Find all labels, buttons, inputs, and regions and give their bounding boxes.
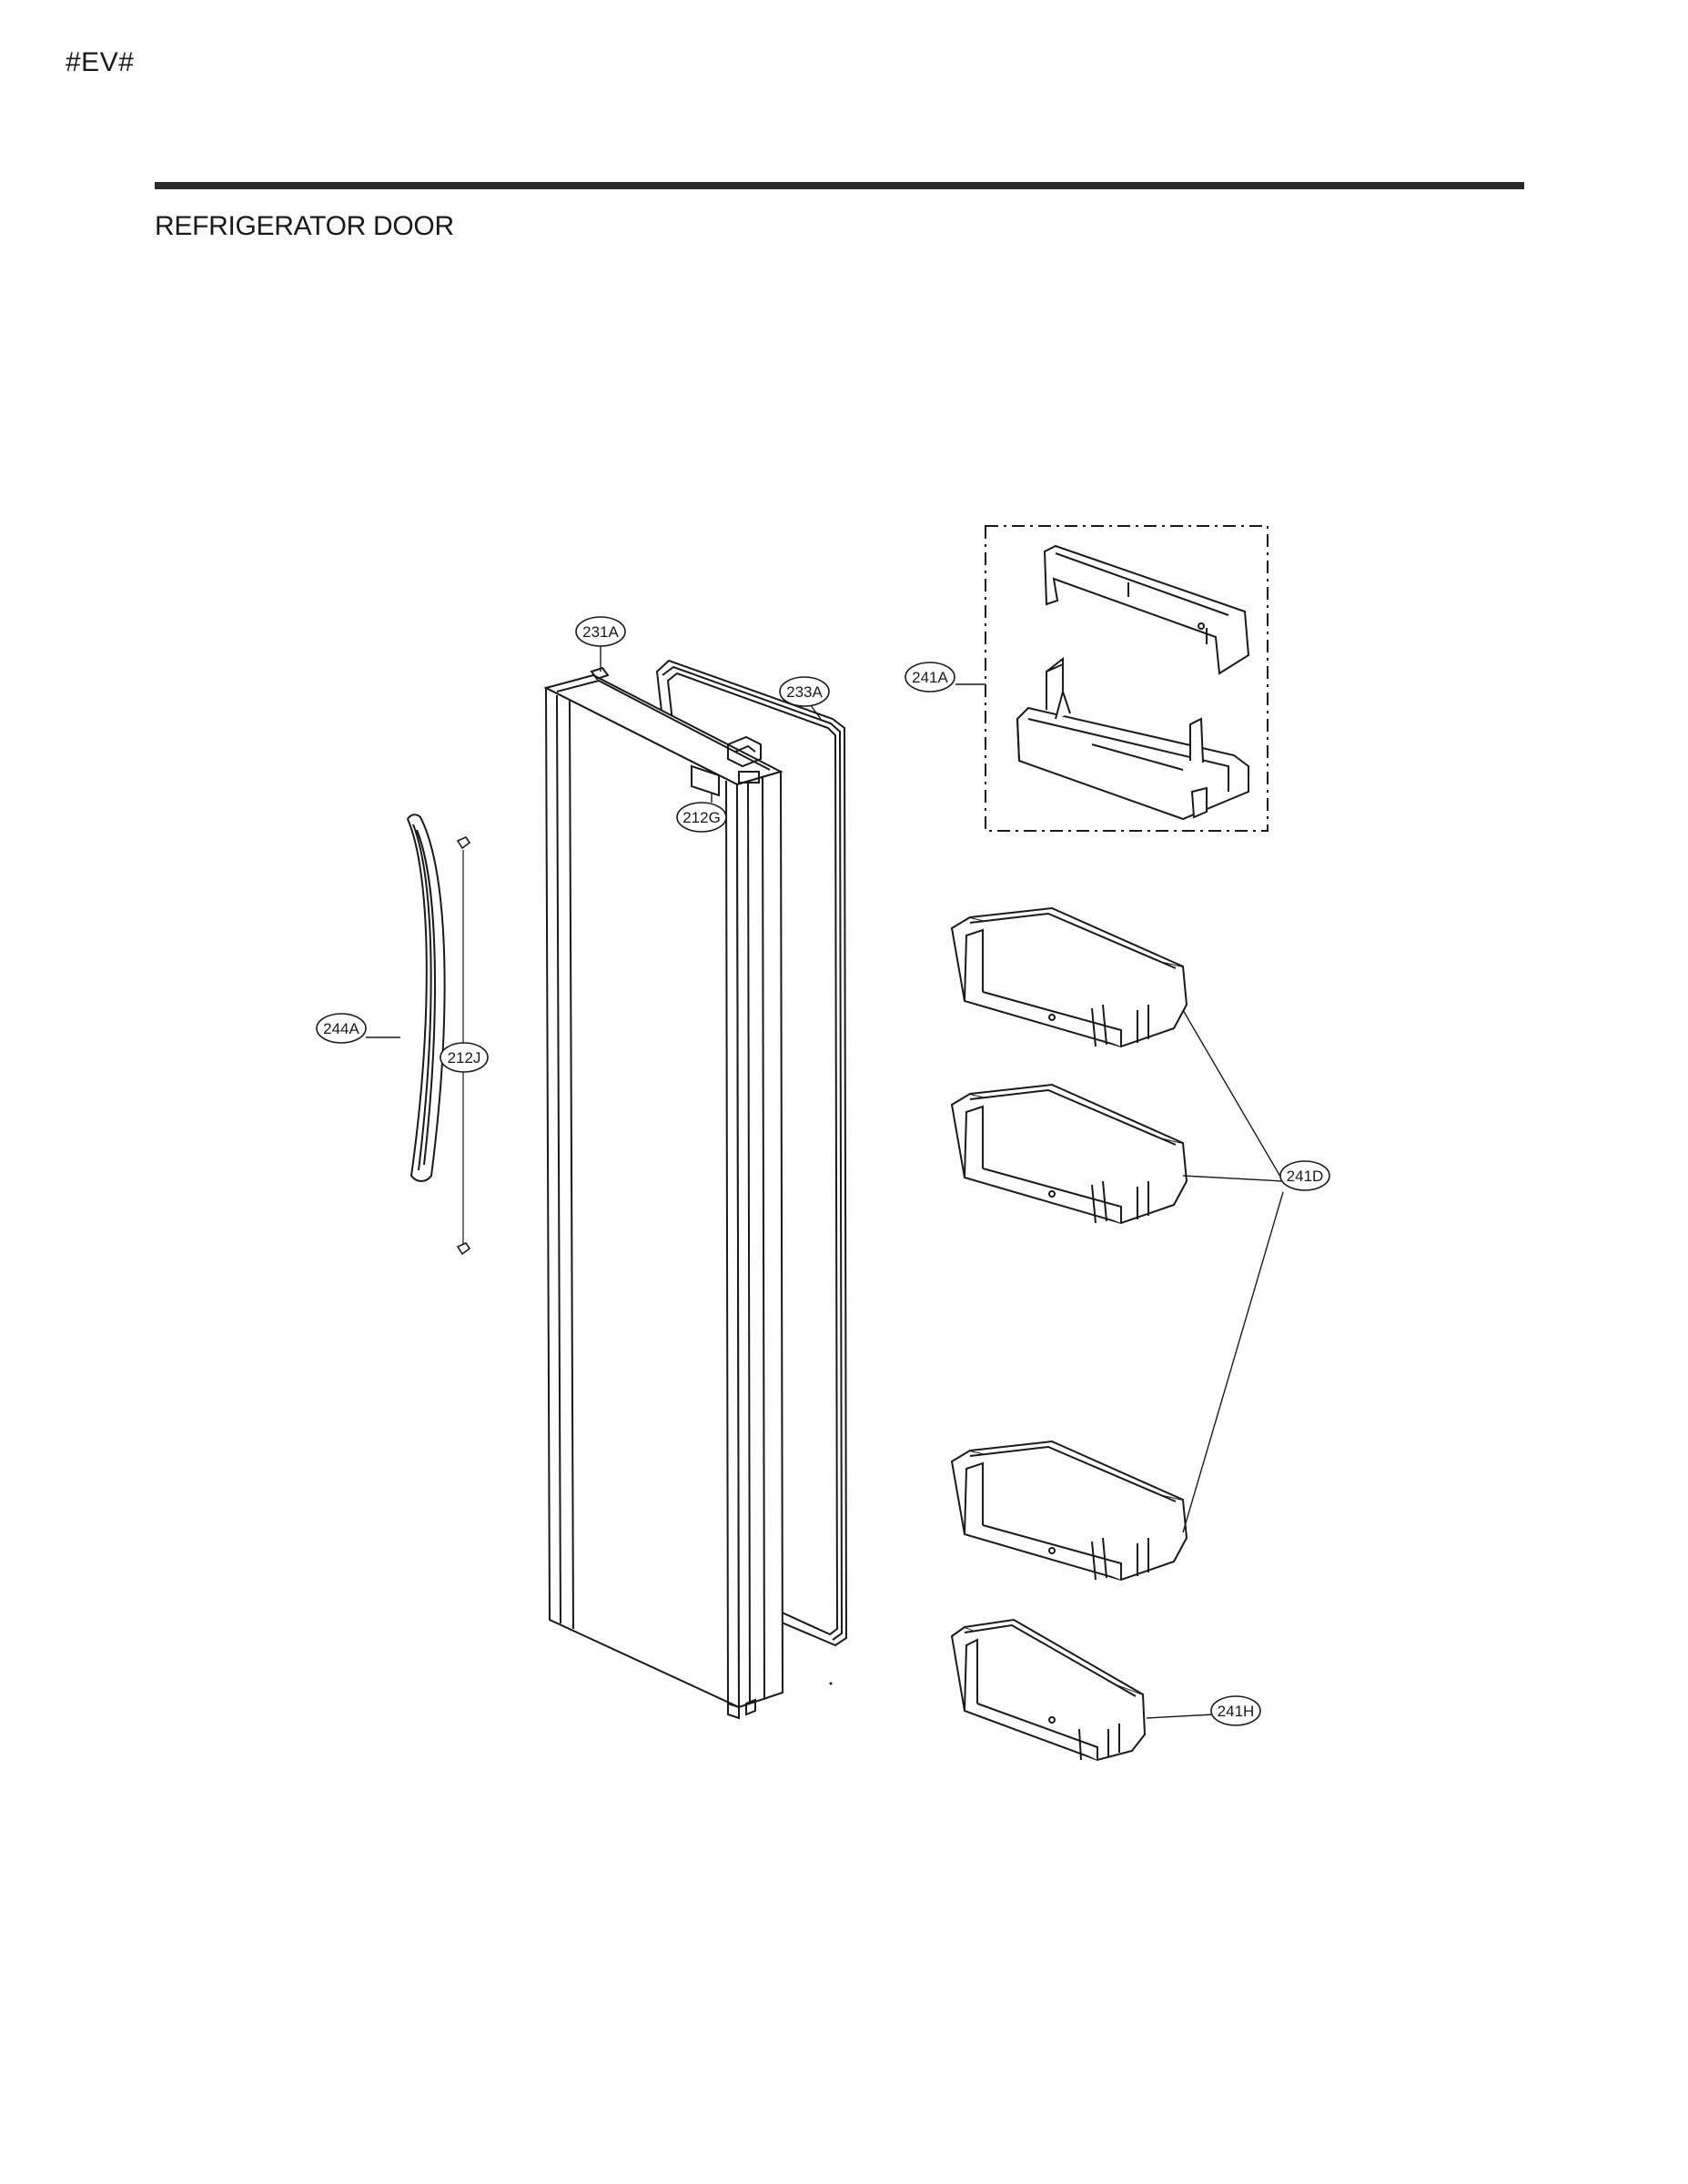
page-marker: #EV# [66,47,135,77]
leader-lines [366,646,1284,1719]
svg-text:241H: 241H [1218,1703,1255,1720]
section-title: REFRIGERATOR DOOR [155,211,454,241]
small-basket [950,1618,1147,1762]
svg-text:241D: 241D [1287,1168,1324,1185]
callout-212J: 212J [440,1042,489,1073]
door-basket-2 [950,1083,1188,1225]
callout-241H: 241H [1210,1695,1261,1726]
svg-text:212G: 212G [682,809,721,826]
callout-212G: 212G [676,802,727,833]
callout-244A: 244A [316,1013,367,1044]
svg-text:244A: 244A [323,1020,359,1037]
svg-text:212J: 212J [448,1049,481,1067]
door-assembly [543,666,784,1720]
basket-with-posts [1016,656,1249,821]
svg-text:241A: 241A [912,669,948,686]
callout-241A: 241A [905,662,955,693]
title-rule [155,182,1524,189]
door-basket-1 [950,906,1188,1048]
reference-dot [829,1682,833,1685]
basket-cover-assembly-group [985,525,1269,832]
callout-231A: 231A [575,616,626,647]
callout-233A: 233A [779,676,830,707]
svg-text:233A: 233A [786,683,823,701]
svg-text:231A: 231A [582,623,619,641]
door-handle [406,814,446,1182]
callout-241D: 241D [1279,1160,1330,1191]
door-basket-3 [950,1440,1188,1582]
basket-cover [1043,544,1250,675]
